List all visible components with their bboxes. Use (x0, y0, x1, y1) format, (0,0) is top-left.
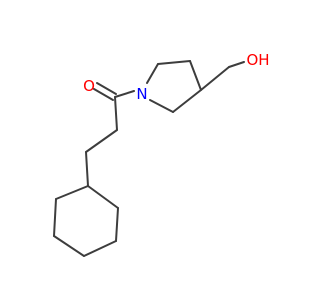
cyclohexyl-bond-3 (53, 235, 85, 257)
ch2-bond (200, 66, 230, 91)
ring-bond-c3-c4 (189, 60, 202, 91)
carbonyl-oxygen: O (83, 77, 95, 95)
atoms-layer: O N OH (83, 51, 269, 103)
cyclohexyl-bond-2 (53, 198, 57, 237)
bonds-layer (53, 60, 245, 257)
hydroxyl-label: OH (246, 51, 269, 69)
carbonyl-bond-b (96, 82, 117, 95)
ring-bond-c5-n (149, 99, 174, 113)
ring-nitrogen: N (136, 85, 147, 103)
ch2-oh-bond (228, 61, 245, 68)
ring-bond-c4-c5 (172, 89, 202, 113)
carbonyl-bond-a (93, 88, 114, 101)
ring-nitrogen-label: N (136, 85, 147, 103)
ring-bond-c2-c3 (157, 60, 191, 65)
cyclohexyl-bond-1 (55, 185, 89, 200)
chain-bond-1 (114, 96, 118, 131)
hydroxyl-group: OH (246, 51, 269, 69)
cyclohexyl-bond-4 (83, 240, 117, 257)
ring-bond-n-c2 (146, 63, 159, 84)
chain-bond-3 (85, 151, 89, 187)
chain-bond-2 (85, 129, 118, 153)
amide-bond (114, 90, 135, 98)
structure-diagram: O N OH (53, 51, 270, 257)
carbonyl-oxygen-label: O (83, 77, 95, 95)
cyclohexyl-bond-6 (87, 185, 119, 209)
cyclohexyl-bond-5 (115, 207, 119, 242)
